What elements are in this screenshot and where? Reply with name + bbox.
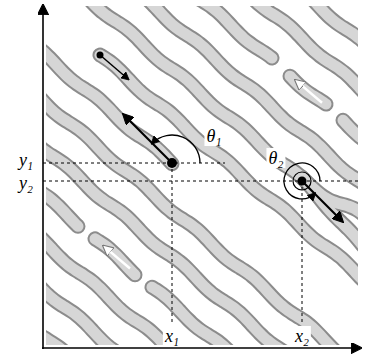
direction-arrow	[296, 81, 322, 103]
ridge-band	[152, 287, 358, 345]
guide-line	[172, 163, 173, 324]
ridge-band	[46, 6, 302, 178]
ridge-band	[46, 127, 358, 345]
ridge-band	[46, 6, 358, 198]
axis-label: θ₁	[204, 126, 223, 146]
ridge-band	[46, 42, 172, 164]
ridge-band	[46, 177, 78, 226]
ridge-outline	[95, 239, 135, 275]
ridge-outline	[343, 120, 358, 150]
x-axis	[42, 347, 360, 349]
ridge-band	[46, 267, 358, 345]
direction-arrow	[100, 55, 128, 79]
direction-arrow	[104, 246, 130, 268]
direction-arrow	[124, 115, 172, 163]
ridge-band	[95, 239, 135, 275]
direction-arrow	[302, 181, 342, 221]
ridge-band	[343, 120, 358, 150]
ridge-band	[46, 316, 358, 345]
ridge-group	[46, 6, 358, 345]
ridge-band	[290, 76, 326, 104]
y-axis	[42, 6, 44, 349]
ridge-outline	[290, 76, 326, 104]
axis-label: y₁	[17, 150, 35, 170]
axis-label: x₁	[163, 326, 181, 346]
bifurcation-dot	[298, 177, 307, 186]
guide-line	[302, 181, 303, 324]
ridge-outline	[46, 79, 358, 345]
ridge-outline	[46, 177, 78, 226]
axis-label: y₂	[17, 173, 35, 193]
axis-label: x₂	[293, 326, 311, 346]
ridge-ending-dot	[167, 158, 177, 168]
ridge-band	[46, 79, 358, 345]
guide-line	[43, 163, 225, 164]
axis-label: θ₂	[266, 148, 285, 168]
ridge-outline	[46, 6, 358, 198]
